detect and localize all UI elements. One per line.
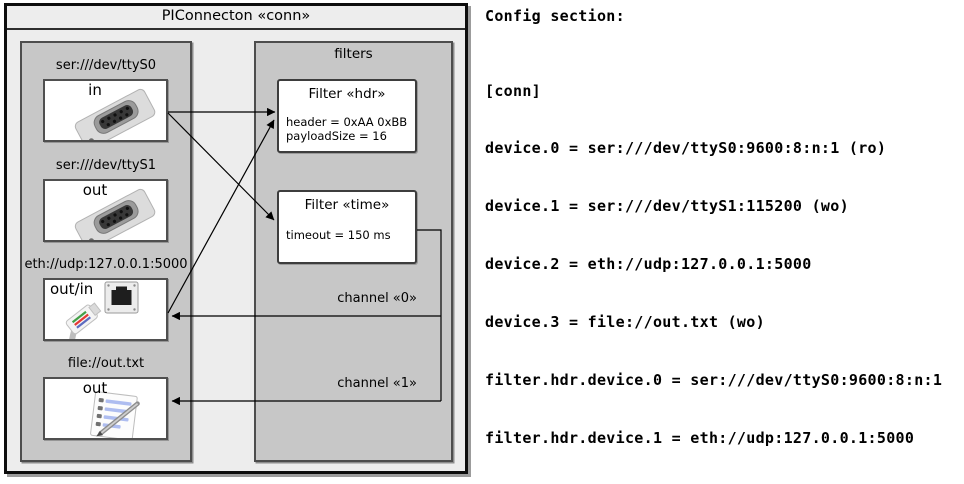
channel-1-label: channel «1» bbox=[337, 376, 417, 391]
serial-connector-icon bbox=[74, 88, 156, 140]
config-section: [conn] device.0 = ser:///dev/ttyS0:9600:… bbox=[485, 43, 952, 484]
device-box-eth: out/in bbox=[43, 278, 168, 341]
channel-0-label: channel «0» bbox=[337, 291, 417, 306]
config-line: device.1 = ser:///dev/ttyS1:115200 (wo) bbox=[485, 197, 849, 216]
filters-panel-label: filters bbox=[334, 46, 373, 62]
config-line: device.3 = file://out.txt (wo) bbox=[485, 313, 765, 332]
filter-title: Filter «time» bbox=[304, 197, 390, 213]
config-line: filter.hdr.device.0 = ser:///dev/ttyS0:9… bbox=[485, 371, 943, 390]
serial-connector-icon bbox=[74, 188, 156, 240]
device-box-file: out bbox=[43, 377, 168, 440]
config-line: device.2 = eth://udp:127.0.0.1:5000 bbox=[485, 255, 812, 274]
filter-time-box: Filter «time» timeout = 150 ms bbox=[277, 190, 417, 264]
filter-property: payloadSize = 16 bbox=[286, 129, 387, 143]
ethernet-connector-icon bbox=[65, 281, 139, 339]
filter-property: timeout = 150 ms bbox=[286, 228, 391, 242]
device-label-ttys1: ser:///dev/ttyS1 bbox=[55, 158, 157, 173]
config-line: device.0 = ser:///dev/ttyS0:9600:8:n:1 (… bbox=[485, 139, 887, 158]
device-box-ttys1: out bbox=[43, 179, 168, 242]
config-line: [conn] bbox=[485, 81, 541, 100]
device-direction-label: out/in bbox=[50, 280, 94, 298]
config-heading: Config section: bbox=[485, 7, 625, 25]
device-direction-label: out bbox=[82, 181, 108, 199]
device-box-ttys0: in bbox=[43, 79, 168, 142]
device-label-file: file://out.txt bbox=[67, 356, 145, 371]
device-label-ttys0: ser:///dev/ttyS0 bbox=[55, 58, 157, 73]
device-direction-label: in bbox=[88, 81, 102, 99]
diagram-title: PIConnecton «conn» bbox=[161, 8, 311, 24]
notepad-icon bbox=[90, 391, 140, 438]
filter-title: Filter «hdr» bbox=[308, 86, 386, 102]
title-separator bbox=[7, 28, 465, 30]
filter-hdr-box: Filter «hdr» header = 0xAA 0xBB payloadS… bbox=[277, 79, 417, 153]
filter-property: header = 0xAA 0xBB bbox=[286, 115, 408, 129]
device-label-eth: eth://udp:127.0.0.1:5000 bbox=[24, 257, 188, 272]
device-direction-label: out bbox=[82, 379, 108, 397]
config-line: filter.hdr.device.1 = eth://udp:127.0.0.… bbox=[485, 428, 915, 447]
